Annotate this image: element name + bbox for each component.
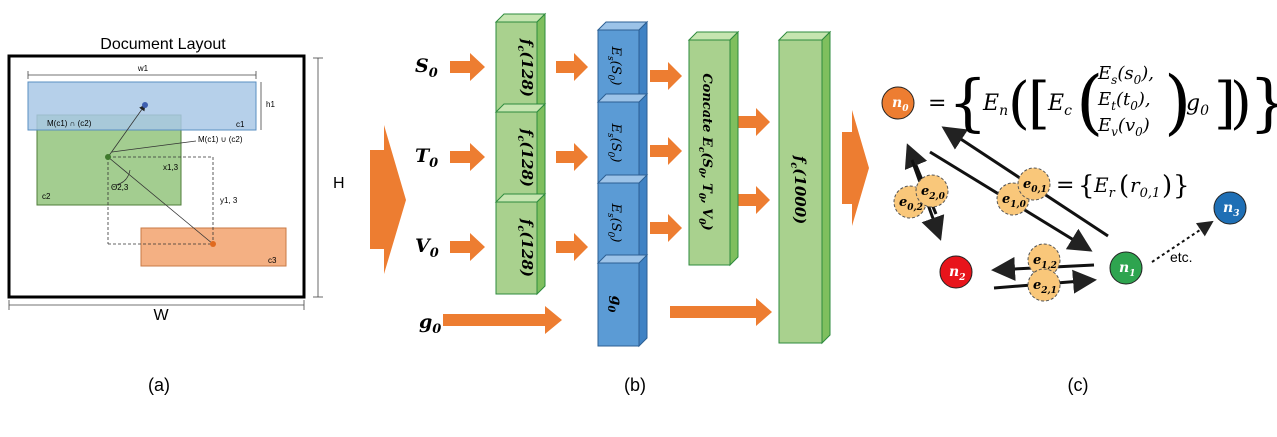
svg-text:): )	[1230, 71, 1252, 136]
centroid-link-c3	[107, 156, 214, 245]
panel-b-network: S0 T0 V0 g0 fc(128)	[415, 12, 832, 395]
h1-label: h1	[266, 100, 275, 109]
svg-text:e0,1: e0,1	[1023, 177, 1047, 195]
centroid-link-c1	[107, 104, 146, 158]
concat-block: Concate Ec(S0, T0, V0)	[687, 30, 740, 267]
svg-text:e2,1: e2,1	[1033, 278, 1057, 296]
c3-label: c3	[268, 256, 277, 265]
c2-label: c2	[42, 192, 51, 201]
input-g0: g0	[419, 311, 441, 337]
svg-text:[: [	[1028, 71, 1050, 136]
c1-label: c1	[236, 120, 245, 129]
centroid-c2	[105, 154, 111, 160]
svg-text:Et(t0),: Et(t0),	[1097, 89, 1151, 113]
svg-text:}: }	[1249, 66, 1277, 139]
node-n0: n0	[881, 86, 915, 120]
box-c3	[140, 227, 287, 267]
svg-text:(: (	[1076, 61, 1103, 143]
svg-text:{: {	[1078, 171, 1095, 201]
svg-text:): )	[1164, 61, 1191, 143]
svg-text:e0,2: e0,2	[899, 195, 923, 213]
svg-text:n0: n0	[892, 95, 909, 114]
panel-c-graph: etc. n0 n1 n2 n3 e0,2 e2,0 e1,0	[881, 61, 1277, 395]
svg-text:n1: n1	[1119, 260, 1135, 279]
svg-text:Concate Ec(S0, T0, V0): Concate Ec(S0, T0, V0)	[696, 73, 714, 230]
svg-text:g0: g0	[1186, 91, 1209, 119]
caption-a: (a)	[148, 375, 170, 395]
etc-dotted-link	[1151, 220, 1214, 263]
svg-text:Es(s0),: Es(s0),	[1097, 63, 1154, 87]
edge-e01: e0,1	[1017, 167, 1051, 201]
fc1000-block: fc(1000)	[777, 30, 832, 345]
node-feature-equation: = { En ( [ Ec ( Es(s0), Et(t0), Ev(v0) )…	[928, 61, 1277, 143]
theta-label: Θ2,3	[111, 183, 129, 192]
edge-e20: e2,0	[915, 174, 949, 208]
embedding-stack: Es(S0) Es(S0) Es(S0) g0	[596, 20, 649, 348]
es-label-t: Es(S0)	[605, 123, 623, 163]
svg-text:Er: Er	[1093, 173, 1116, 201]
intersection-label: M(c1) ∩ (c2)	[47, 119, 92, 128]
svg-text:=: =	[928, 91, 946, 116]
svg-text:En: En	[982, 91, 1008, 119]
svg-text:(: (	[1119, 171, 1129, 201]
es-label-s: Es(S0)	[605, 46, 623, 86]
svg-text:r0,1: r0,1	[1130, 173, 1160, 201]
edge-e12: e1,2	[1027, 243, 1061, 277]
svg-text:{: {	[948, 66, 987, 139]
svg-text:fc(128): fc(128)	[515, 38, 536, 97]
svg-text:fc(128): fc(128)	[515, 218, 536, 277]
svg-text:e1,2: e1,2	[1033, 253, 1057, 271]
svg-text:): )	[1162, 171, 1172, 201]
w1-label: w1	[137, 64, 149, 73]
input-s0: S0	[415, 55, 438, 81]
fc128-block-v: fc(128)	[494, 192, 547, 296]
g0-block-label: g0	[605, 296, 624, 313]
es-label-v: Es(S0)	[605, 203, 623, 243]
layout-title: Document Layout	[100, 36, 226, 53]
svg-text:n3: n3	[1223, 200, 1239, 219]
big-arrow-b-to-c	[842, 110, 869, 226]
svg-text:fc(1000): fc(1000)	[788, 155, 809, 225]
svg-text:Ec: Ec	[1047, 91, 1072, 119]
svg-text:}: }	[1173, 171, 1190, 201]
page-frame	[7, 54, 306, 299]
y13-label: y1, 3	[220, 196, 238, 205]
svg-text:]: ]	[1214, 71, 1236, 136]
big-arrow-a-to-b	[370, 125, 406, 274]
input-t0: T0	[415, 145, 438, 171]
caption-c: (c)	[1068, 375, 1089, 395]
input-v0: V0	[415, 235, 439, 261]
etc-label: etc.	[1170, 249, 1193, 265]
h-label: H	[333, 175, 345, 192]
svg-text:(: (	[1008, 71, 1030, 136]
svg-text:e2,0: e2,0	[921, 184, 946, 202]
flow-arrows	[443, 53, 772, 334]
w-label: W	[153, 307, 169, 324]
panel-a-document-layout: Document Layout w1 h1 c1 c2 c3 M(c1) ∩ (…	[7, 36, 345, 395]
union-label: M(c1) ∪ (c2)	[198, 135, 243, 144]
svg-text:=: =	[1056, 173, 1074, 198]
edge-feature-equation: = { Er ( r0,1 ) }	[1056, 171, 1190, 201]
caption-b: (b)	[624, 375, 646, 395]
svg-text:e1,0: e1,0	[1002, 192, 1027, 210]
x13-label: x1,3	[163, 163, 179, 172]
svg-text:Ev(v0): Ev(v0)	[1097, 115, 1150, 139]
node-n3: n3	[1213, 191, 1247, 225]
svg-text:fc(128): fc(128)	[515, 128, 536, 187]
node-n1: n1	[1109, 251, 1143, 285]
fc128-block-s: fc(128)	[494, 12, 547, 116]
svg-text:n2: n2	[949, 264, 965, 283]
node-n2: n2	[939, 255, 973, 289]
centroid-c1	[142, 102, 148, 108]
centroid-c3	[210, 241, 216, 247]
edge-e21: e2,1	[1027, 268, 1061, 302]
fc128-block-t: fc(128)	[494, 102, 547, 206]
